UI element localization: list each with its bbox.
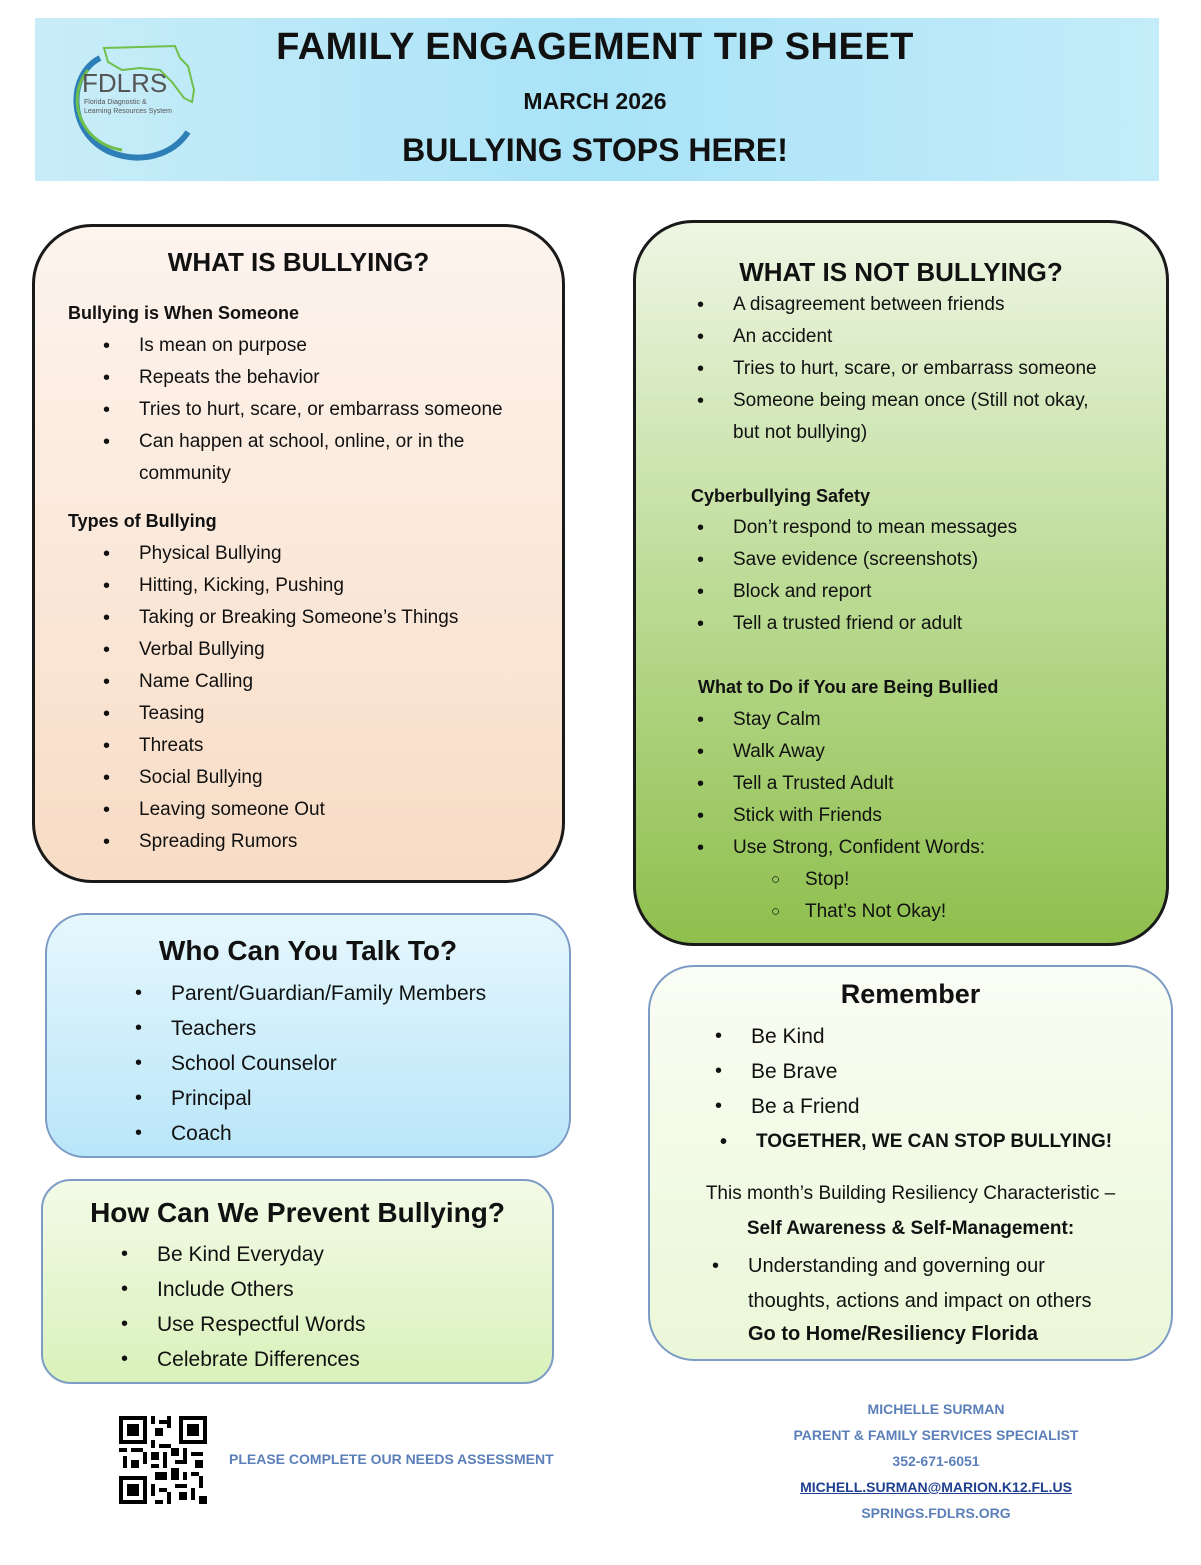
remember-box: Remember Be Kind Be Brave Be a Friend TO… — [648, 965, 1173, 1361]
list-item: Can happen at school, online, or in the — [103, 426, 503, 458]
list-item: Name Calling — [103, 666, 458, 698]
list-item: School Counselor — [135, 1046, 486, 1081]
what-is-bullying-box: WHAT IS BULLYING? Bullying is When Someo… — [32, 224, 565, 883]
together-line: TOGETHER, WE CAN STOP BULLYING! — [720, 1127, 1112, 1157]
page-tagline: BULLYING STOPS HERE! — [402, 132, 788, 168]
list-item: Be Kind Everyday — [121, 1237, 366, 1272]
list-item: Leaving someone Out — [103, 794, 458, 826]
not-sub2: Cyberbullying Safety — [691, 486, 871, 506]
logo-sub2: Learning Resources System — [84, 108, 172, 115]
logo-text: FDLRS — [82, 68, 167, 98]
contact-phone: 352-671-6051 — [892, 1453, 980, 1469]
list-item: Stay Calm — [697, 704, 985, 736]
contact-name: MICHELLE SURMAN — [867, 1401, 1005, 1417]
prevent-title: How Can We Prevent Bullying? — [90, 1197, 505, 1228]
resiliency-link[interactable]: Go to Home/Resiliency Florida — [748, 1323, 1039, 1345]
who-can-you-talk-to-box: Who Can You Talk To? Parent/Guardian/Fam… — [45, 913, 571, 1158]
what-list1: Is mean on purpose Repeats the behavior … — [103, 330, 503, 490]
remember-title: Remember — [840, 979, 981, 1009]
list-item: Physical Bullying — [103, 538, 458, 570]
characteristic-line: This month’s Building Resiliency Charact… — [705, 1183, 1116, 1204]
remember-list: Be Kind Be Brave Be a Friend — [715, 1019, 860, 1124]
together-text: TOGETHER, WE CAN STOP BULLYING! — [720, 1127, 1112, 1157]
contact-role: PARENT & FAMILY SERVICES SPECIALIST — [793, 1427, 1079, 1443]
list-item: Parent/Guardian/Family Members — [135, 976, 486, 1011]
what-is-not-bullying-box: WHAT IS NOT BULLYING? A disagreement bet… — [633, 220, 1169, 946]
list-item: An accident — [697, 321, 1097, 353]
prevent-bullying-box: How Can We Prevent Bullying? Be Kind Eve… — [41, 1179, 554, 1384]
what-sub1: Bullying is When Someone — [68, 303, 300, 323]
list-item: That’s Not Okay! — [771, 896, 946, 928]
list-item: Hitting, Kicking, Pushing — [103, 570, 458, 602]
talk-list: Parent/Guardian/Family Members Teachers … — [135, 976, 486, 1151]
list-item: Save evidence (screenshots) — [697, 544, 1017, 576]
list-item: A disagreement between friends — [697, 289, 1097, 321]
list-item: Spreading Rumors — [103, 826, 458, 858]
list-item: Be Kind — [715, 1019, 860, 1054]
not-list1: A disagreement between friends An accide… — [697, 289, 1097, 449]
list-item: Use Strong, Confident Words: — [697, 832, 985, 864]
page-title: FAMILY ENGAGEMENT TIP SHEET — [276, 26, 914, 68]
not-title: WHAT IS NOT BULLYING? — [739, 257, 1063, 287]
list-item: Tries to hurt, scare, or embarrass someo… — [697, 353, 1097, 385]
contact-block: MICHELLE SURMAN PARENT & FAMILY SERVICES… — [760, 1396, 1112, 1526]
list-item: Is mean on purpose — [103, 330, 503, 362]
prevent-list: Be Kind Everyday Include Others Use Resp… — [121, 1237, 366, 1377]
list-item: Walk Away — [697, 736, 985, 768]
list-item: Repeats the behavior — [103, 362, 503, 394]
not-list3: Stay Calm Walk Away Tell a Trusted Adult… — [697, 704, 985, 864]
logo-sub1: Florida Diagnostic & — [84, 99, 147, 106]
list-item: Stop! — [771, 864, 946, 896]
list-item: Block and report — [697, 576, 1017, 608]
what-sub2: Types of Bullying — [68, 511, 217, 531]
list-item: Someone being mean once (Still not okay, — [697, 385, 1097, 417]
talk-title: Who Can You Talk To? — [158, 935, 458, 966]
list-item: Tries to hurt, scare, or embarrass someo… — [103, 394, 503, 426]
contact-email-link[interactable]: MICHELL.SURMAN@MARION.K12.FL.US — [800, 1479, 1072, 1495]
list-item: Tell a trusted friend or adult — [697, 608, 1017, 640]
fdlrs-logo: FDLRS Florida Diagnostic & Learning Reso… — [73, 44, 196, 161]
page-month: MARCH 2026 — [523, 88, 667, 114]
list-item: Stick with Friends — [697, 800, 985, 832]
characteristic-list: Understanding and governing our thoughts… — [712, 1249, 1092, 1319]
list-item-continued: but not bullying) — [733, 422, 868, 443]
not-list4: Stop! That’s Not Okay! — [771, 864, 946, 928]
contact-website[interactable]: SPRINGS.FDLRS.ORG — [861, 1505, 1011, 1521]
list-item: Taking or Breaking Someone’s Things — [103, 602, 458, 634]
what-title: WHAT IS BULLYING? — [167, 247, 430, 277]
list-item: Tell a Trusted Adult — [697, 768, 985, 800]
list-item: Don’t respond to mean messages — [697, 512, 1017, 544]
list-item: Coach — [135, 1116, 486, 1151]
list-item: Teasing — [103, 698, 458, 730]
what-list2: Physical Bullying Hitting, Kicking, Push… — [103, 538, 458, 858]
list-item-continued: thoughts, actions and impact on others — [748, 1290, 1092, 1312]
list-item: Teachers — [135, 1011, 486, 1046]
list-item: Celebrate Differences — [121, 1342, 366, 1377]
list-item: Be a Friend — [715, 1089, 859, 1124]
qr-code[interactable] — [119, 1416, 207, 1504]
needs-assessment-link[interactable]: PLEASE COMPLETE OUR NEEDS ASSESSMENT — [229, 1451, 554, 1467]
list-item: Threats — [103, 730, 458, 762]
header-banner — [35, 18, 1159, 181]
list-item: Verbal Bullying — [103, 634, 458, 666]
list-item: Understanding and governing our — [712, 1249, 1092, 1284]
not-sub3: What to Do if You are Being Bullied — [698, 677, 999, 697]
list-item: Social Bullying — [103, 762, 458, 794]
list-item: Be Brave — [715, 1054, 860, 1089]
list-item: Include Others — [121, 1272, 366, 1307]
characteristic-name: Self Awareness & Self-Management: — [746, 1218, 1075, 1239]
list-item: Use Respectful Words — [121, 1307, 365, 1342]
not-list2: Don’t respond to mean messages Save evid… — [697, 512, 1017, 640]
list-item: Principal — [135, 1081, 486, 1116]
list-item-continued: community — [139, 463, 231, 484]
